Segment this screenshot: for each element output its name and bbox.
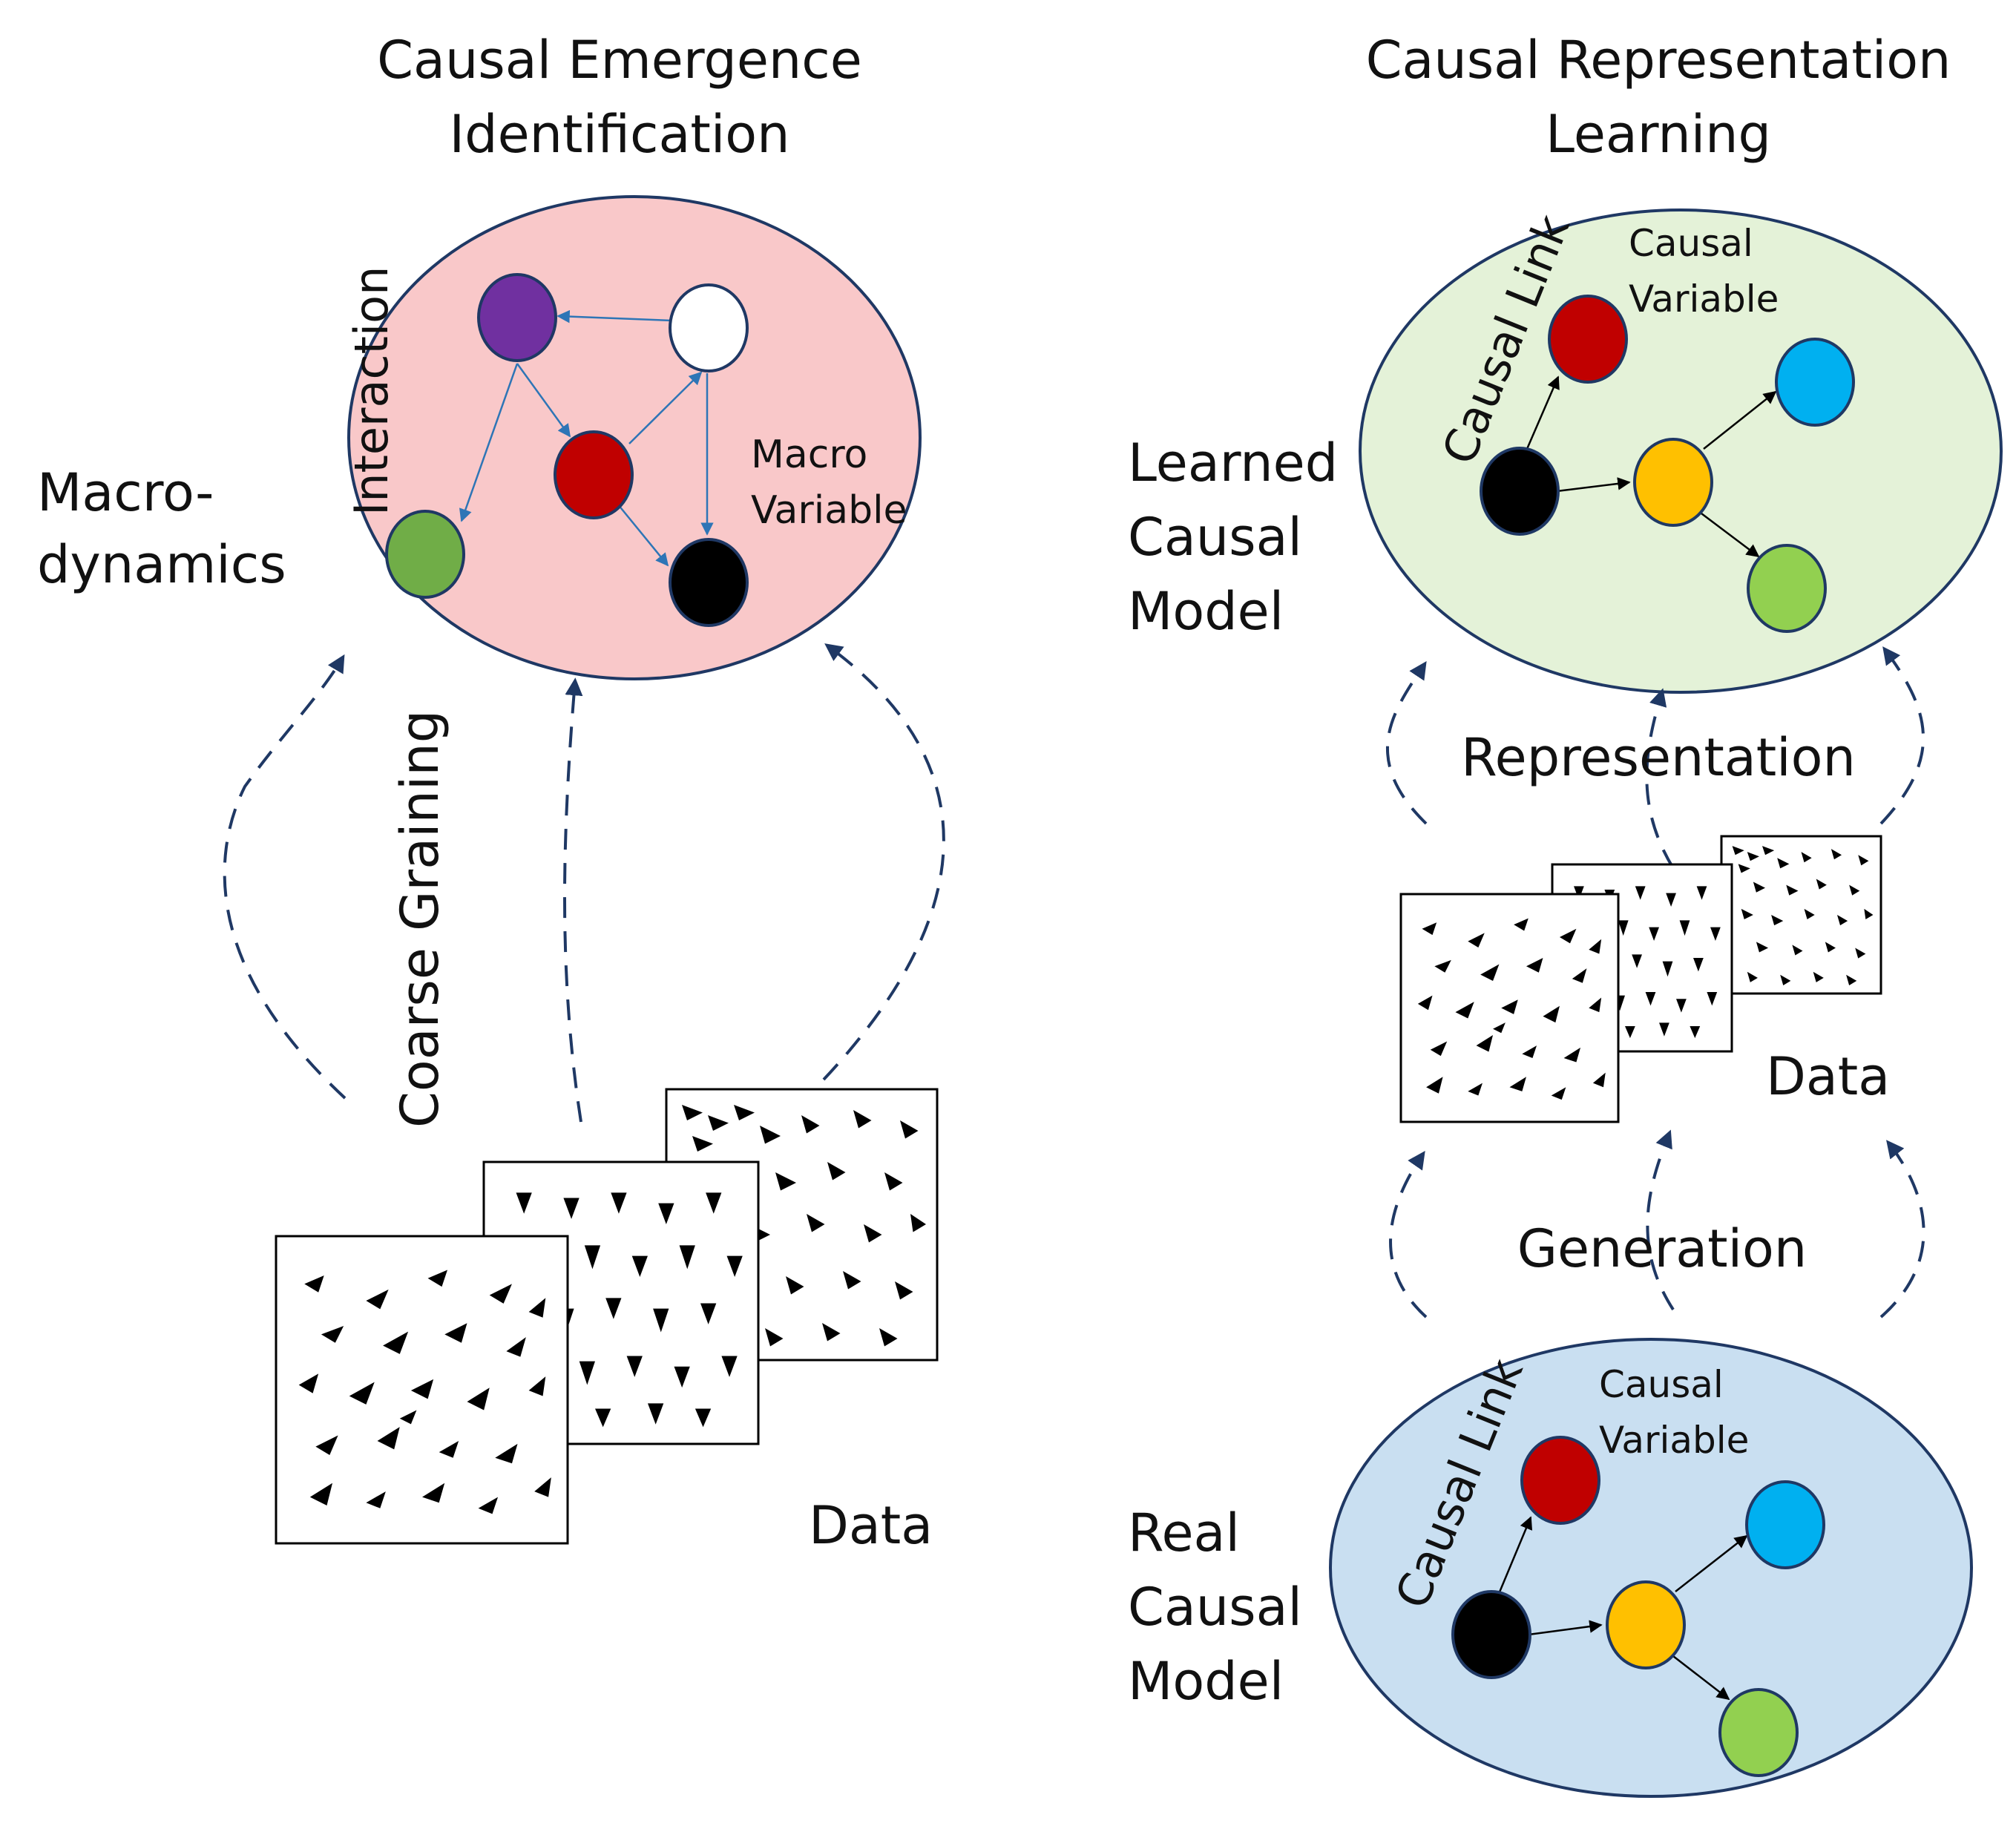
macro-node-white [669, 283, 749, 372]
right-panel: Causal Representation Learning Learned C… [1128, 30, 2003, 1798]
learned-model-label-line2: Causal [1128, 507, 1302, 568]
edge-purple-to-green [459, 363, 519, 522]
real-node-black [1451, 1590, 1531, 1679]
left-title-line1: Causal Emergence [377, 30, 862, 91]
learned-causal-variable-line1: Causal [1629, 222, 1753, 265]
real-edge-black-to-red [1497, 1516, 1533, 1595]
macro-variable-label-line2: Variable [751, 488, 907, 533]
generation-arrow-right [1879, 1140, 1925, 1319]
macro-dynamics-label-line1: Macro- [37, 462, 214, 523]
real-causal-variable-line2: Variable [1599, 1419, 1749, 1462]
coarse-arrow-right [822, 643, 945, 1081]
left-title-line2: Identification [450, 104, 790, 165]
macro-node-purple [477, 273, 557, 362]
learned-edge-yellow-to-blue [1703, 390, 1777, 450]
interaction-label: Interaction [344, 266, 398, 516]
generation-label: Generation [1517, 1218, 1807, 1279]
macro-nodes [385, 273, 749, 627]
right-title-line1: Causal Representation [1366, 30, 1951, 91]
edge-red-to-black [617, 504, 669, 567]
learned-nodes [1480, 295, 1855, 633]
real-node-blue [1745, 1480, 1825, 1569]
learned-edge-black-to-yellow [1556, 477, 1631, 493]
edge-red-to-white [628, 371, 703, 444]
real-causal-model-ellipse [1329, 1338, 1973, 1798]
coarse-arrow-left [223, 654, 347, 1100]
macro-node-green [385, 510, 465, 599]
real-node-red [1520, 1436, 1600, 1525]
real-node-green [1718, 1688, 1799, 1777]
left-data-label: Data [809, 1495, 933, 1556]
learned-model-label-line3: Model [1128, 581, 1284, 642]
coarse-arrow-middle [562, 677, 583, 1123]
real-edge-yellow-to-green [1672, 1655, 1730, 1701]
real-edge-black-to-yellow [1528, 1620, 1603, 1636]
edge-white-to-purple [556, 309, 672, 324]
learned-causal-variable-line2: Variable [1629, 278, 1779, 321]
representation-arrow-right [1879, 646, 1925, 825]
real-nodes [1451, 1436, 1825, 1777]
macro-node-black [669, 538, 749, 627]
real-model-label-line3: Model [1128, 1651, 1284, 1712]
right-data-stack [1399, 835, 1882, 1123]
learned-model-label-line1: Learned [1128, 433, 1338, 493]
edge-purple-to-red [516, 363, 571, 438]
left-data-stack [275, 1088, 939, 1545]
generation-arrow-left [1389, 1151, 1428, 1319]
real-node-yellow [1606, 1580, 1686, 1669]
coarse-graining-label: Coarse Graining [390, 710, 450, 1128]
learned-node-blue [1775, 338, 1855, 427]
right-title-line2: Learning [1546, 104, 1771, 165]
macro-node-red [554, 430, 634, 519]
real-model-label-line2: Causal [1128, 1577, 1302, 1638]
learned-edge-yellow-to-green [1701, 513, 1760, 558]
real-causal-variable-line1: Causal [1599, 1363, 1724, 1406]
left-panel: Causal Emergence Identification Macro- d… [37, 30, 945, 1556]
learned-node-green [1747, 544, 1827, 633]
learned-node-yellow [1633, 438, 1713, 527]
real-edge-yellow-to-blue [1675, 1534, 1748, 1592]
real-edges [1497, 1516, 1748, 1701]
macro-variable-label-line1: Macro [751, 433, 867, 477]
learned-node-red [1548, 295, 1628, 384]
macro-dynamics-label-line2: dynamics [37, 534, 286, 595]
representation-arrow-left [1385, 661, 1428, 825]
learned-edges [1526, 375, 1777, 558]
coarse-graining-arrows [223, 643, 945, 1123]
learned-edge-black-to-red [1526, 375, 1560, 450]
learned-node-black [1480, 447, 1560, 536]
real-model-label-line1: Real [1128, 1503, 1240, 1563]
right-data-label: Data [1766, 1046, 1890, 1107]
macro-edges [459, 309, 714, 567]
representation-label: Representation [1461, 727, 1856, 788]
